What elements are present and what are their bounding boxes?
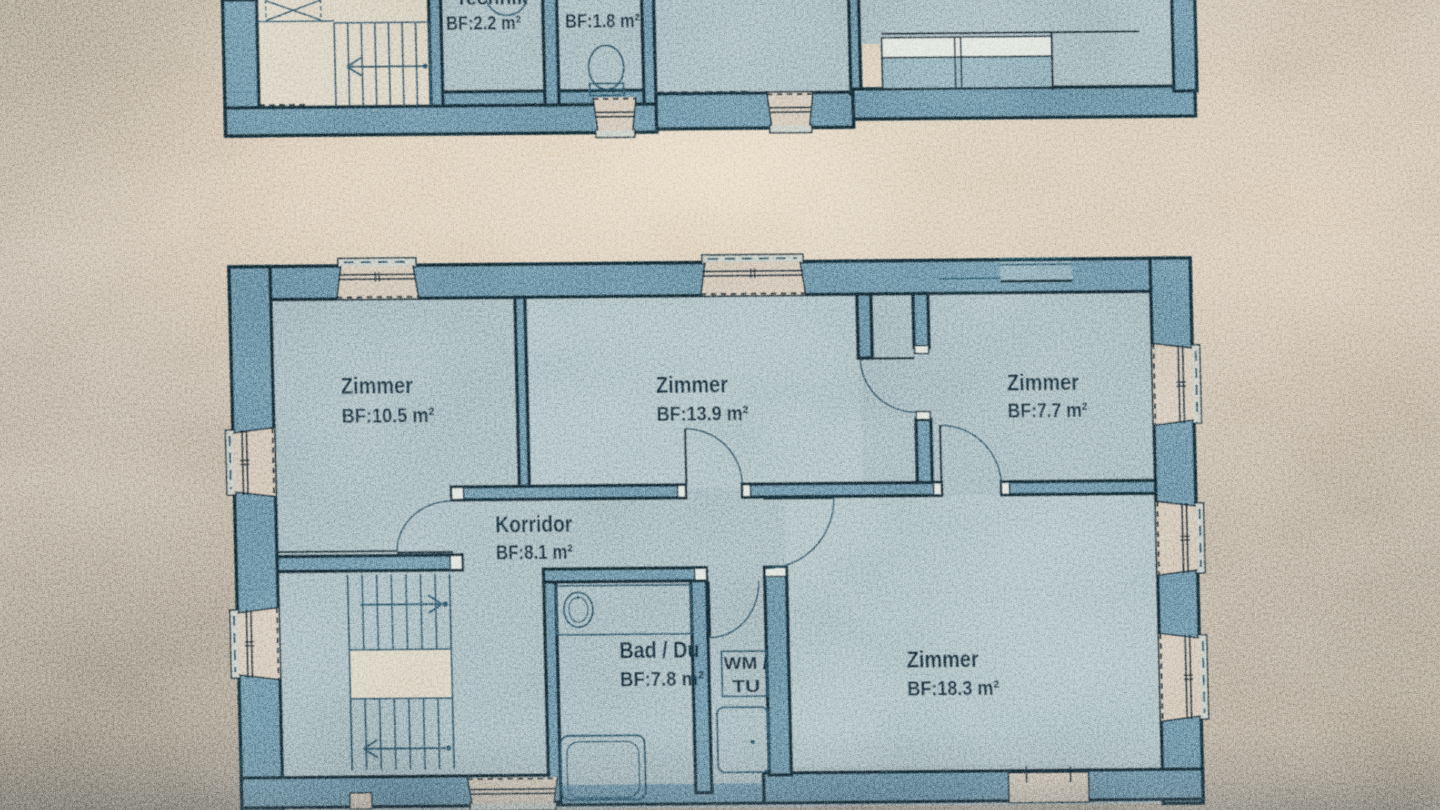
floor-plan-photo: Technik BF:2.2 m² WC BF:1.8 m² — [0, 0, 1440, 810]
paper-mottle — [0, 0, 1440, 810]
floor-plan-canvas: Technik BF:2.2 m² WC BF:1.8 m² — [0, 0, 1440, 810]
